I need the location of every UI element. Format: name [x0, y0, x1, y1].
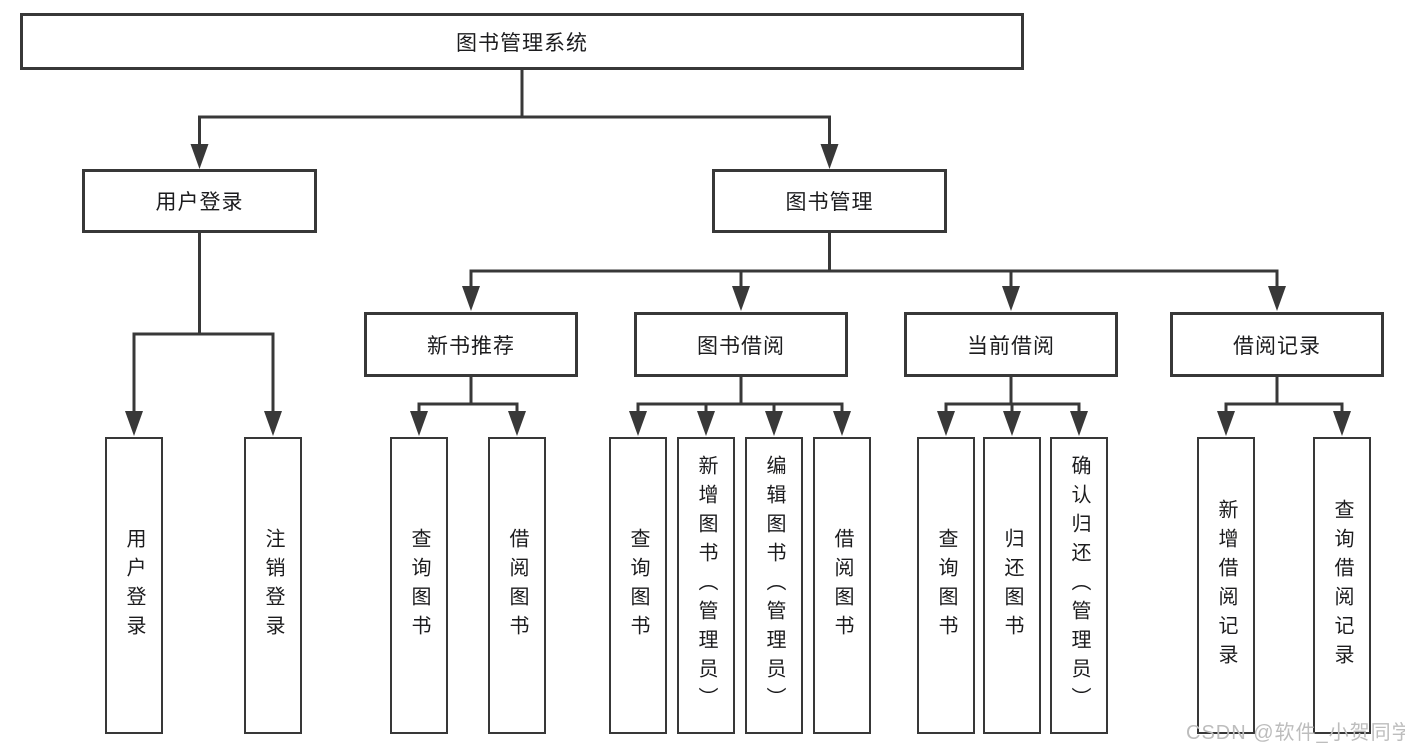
- node-borrow-books-recommend: 借阅图书: [488, 437, 546, 734]
- node-query-books-current: 查询图书: [917, 437, 975, 734]
- node-new-book-recommend: 新书推荐: [364, 312, 578, 377]
- arrowhead: [508, 411, 526, 436]
- arrowhead: [1002, 286, 1020, 311]
- node-add-books-admin: 新增图书（管理员）: [677, 437, 735, 734]
- arrowhead: [1070, 411, 1088, 436]
- connector-root-to-level1: [190, 70, 839, 169]
- node-root: 图书管理系统: [20, 13, 1024, 70]
- node-user-login: 用户登录: [82, 169, 317, 233]
- csdn-watermark: CSDN @软件_小贺同学: [1186, 722, 1405, 744]
- node-confirm-return-admin: 确认归还（管理员）: [1050, 437, 1108, 734]
- arrowhead: [264, 411, 282, 436]
- arrowhead: [1217, 411, 1235, 436]
- node-borrow-books-leaf: 借阅图书: [813, 437, 871, 734]
- node-logout: 注销登录: [244, 437, 302, 734]
- arrowhead: [937, 411, 955, 436]
- node-add-borrow-record: 新增借阅记录: [1197, 437, 1255, 734]
- connector-records-to-leaves: [1217, 377, 1351, 436]
- arrowhead: [765, 411, 783, 436]
- node-edit-books-admin: 编辑图书（管理员）: [745, 437, 803, 734]
- arrowhead: [1333, 411, 1351, 436]
- node-current-borrow: 当前借阅: [904, 312, 1118, 377]
- arrowhead: [732, 286, 750, 311]
- arrowhead: [820, 144, 839, 169]
- arrowhead: [462, 286, 480, 311]
- arrowhead: [697, 411, 715, 436]
- arrowhead: [1003, 411, 1021, 436]
- arrowhead: [190, 144, 209, 169]
- node-query-borrow-record: 查询借阅记录: [1313, 437, 1371, 734]
- connector-current-to-leaves: [937, 377, 1088, 436]
- node-book-borrow: 图书借阅: [634, 312, 848, 377]
- node-return-books: 归还图书: [983, 437, 1041, 734]
- arrowhead: [410, 411, 428, 436]
- arrowhead: [629, 411, 647, 436]
- arrowhead: [833, 411, 851, 436]
- node-query-books-recommend: 查询图书: [390, 437, 448, 734]
- connector-borrow-to-leaves: [629, 377, 851, 436]
- arrowhead: [125, 411, 143, 436]
- node-query-books-borrow: 查询图书: [609, 437, 667, 734]
- node-borrow-records: 借阅记录: [1170, 312, 1384, 377]
- arrowhead: [1268, 286, 1286, 311]
- node-user-login-leaf: 用户登录: [105, 437, 163, 734]
- connector-recommend-to-leaves: [410, 377, 526, 436]
- node-book-management: 图书管理: [712, 169, 947, 233]
- connector-bookmgmt-to-level2: [462, 233, 1286, 311]
- connector-userlogin-to-leaves: [125, 233, 282, 436]
